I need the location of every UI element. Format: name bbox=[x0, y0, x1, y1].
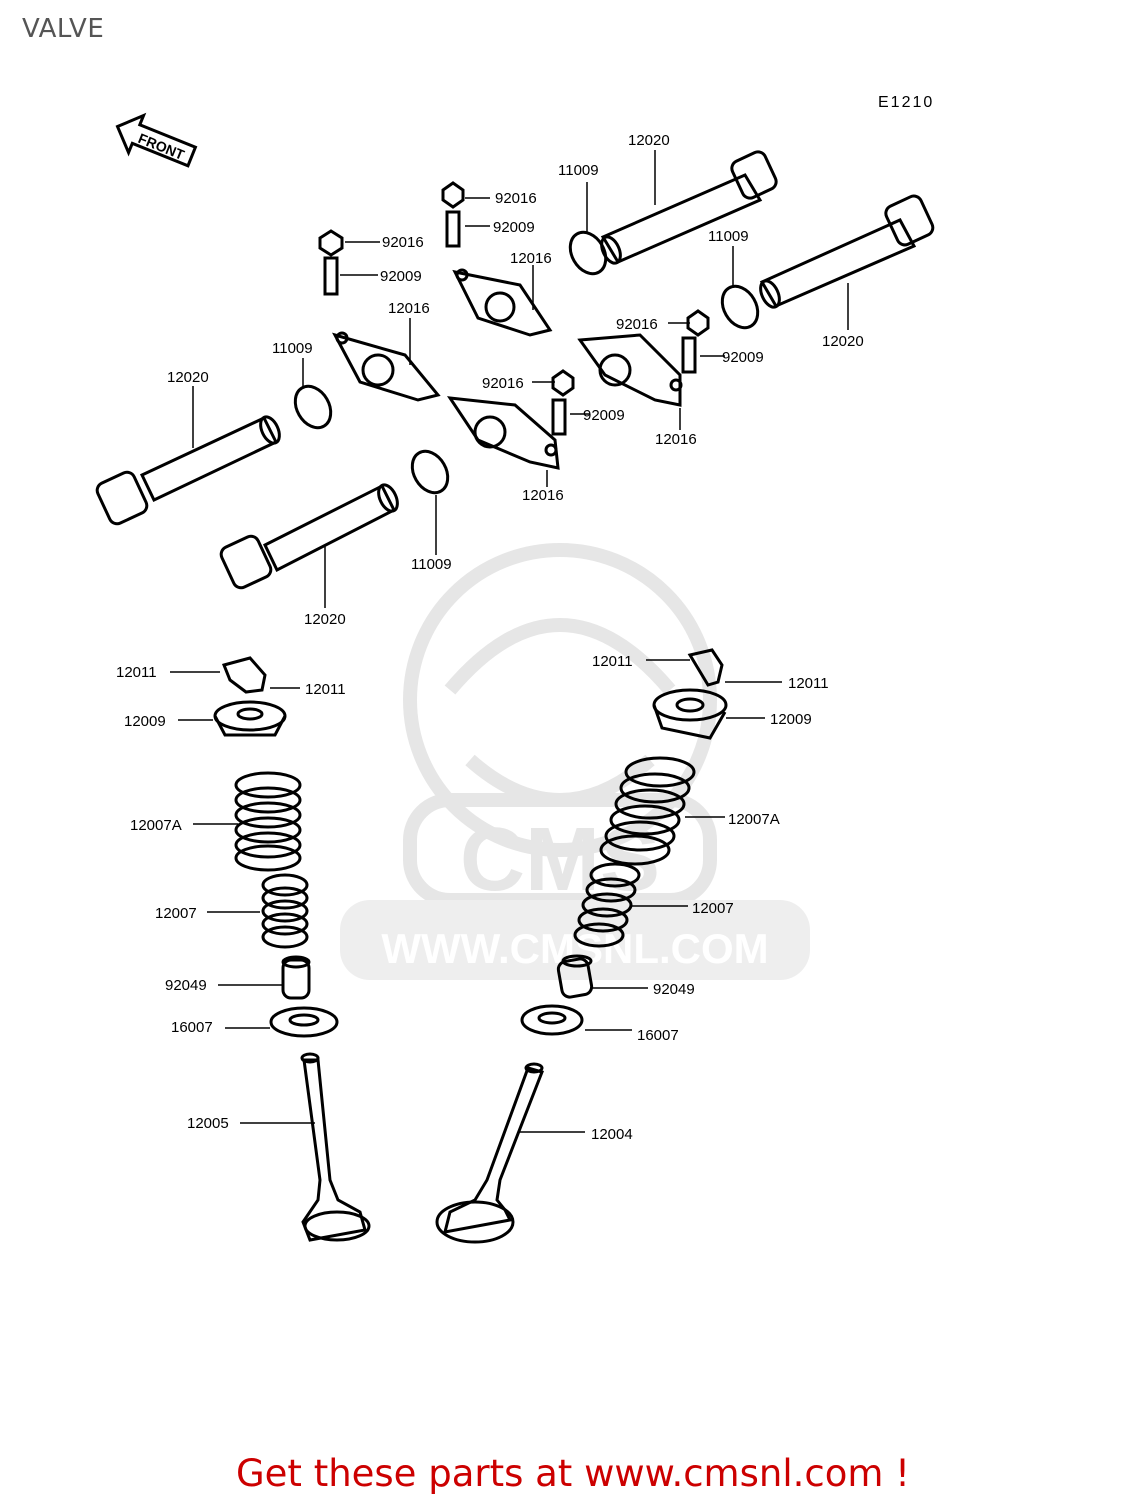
outer-spring-right bbox=[599, 756, 696, 866]
rocker-shaft-left-2 bbox=[219, 483, 399, 590]
label-92016: 92016 bbox=[616, 316, 658, 333]
cotter-left bbox=[221, 656, 267, 694]
label-12007: 12007 bbox=[692, 900, 734, 917]
lock-nut-1 bbox=[441, 181, 465, 209]
cta-banner: Get these parts at www.cmsnl.com ! bbox=[0, 1452, 1146, 1495]
rocker-shaft-top-2 bbox=[759, 194, 935, 309]
label-92049: 92049 bbox=[653, 981, 695, 998]
inner-spring-left bbox=[261, 873, 309, 949]
label-16007: 16007 bbox=[637, 1027, 679, 1044]
label-11009: 11009 bbox=[708, 228, 749, 245]
label-92016: 92016 bbox=[382, 234, 424, 251]
label-12020: 12020 bbox=[628, 132, 670, 149]
label-12011: 12011 bbox=[788, 675, 829, 692]
lock-nut-2 bbox=[318, 229, 344, 257]
label-12009: 12009 bbox=[770, 711, 812, 728]
exhaust-valve bbox=[300, 1052, 371, 1242]
stem-seal-left bbox=[281, 955, 311, 1000]
rocker-arm-3 bbox=[577, 333, 683, 407]
label-12007: 12007 bbox=[155, 905, 197, 922]
label-12011: 12011 bbox=[305, 681, 346, 698]
label-92009: 92009 bbox=[583, 407, 625, 424]
shim-2 bbox=[720, 284, 760, 330]
watermark bbox=[340, 543, 810, 980]
adjuster-screw-2 bbox=[323, 256, 339, 296]
label-12009: 12009 bbox=[124, 713, 166, 730]
label-92009: 92009 bbox=[493, 219, 535, 236]
label-92016: 92016 bbox=[482, 375, 524, 392]
label-12016: 12016 bbox=[388, 300, 430, 317]
label-12011: 12011 bbox=[116, 664, 157, 681]
label-12020: 12020 bbox=[822, 333, 864, 350]
leader-lines bbox=[170, 150, 849, 1133]
label-11009: 11009 bbox=[411, 556, 452, 573]
label-12016: 12016 bbox=[522, 487, 564, 504]
watermark-brand: CMS bbox=[460, 810, 660, 910]
label-11009: 11009 bbox=[272, 340, 313, 357]
label-92049: 92049 bbox=[165, 977, 207, 994]
shim-1 bbox=[568, 230, 608, 276]
retainer-right bbox=[652, 688, 728, 740]
inner-spring-right bbox=[573, 862, 641, 948]
adjuster-screw-3 bbox=[681, 336, 697, 374]
outer-spring-left bbox=[234, 771, 302, 872]
retainer-left bbox=[213, 700, 287, 737]
rocker-shaft-top-1 bbox=[600, 150, 778, 265]
shim-3 bbox=[293, 384, 333, 430]
spring-seat-right bbox=[520, 1004, 584, 1036]
cotter-right bbox=[687, 648, 724, 687]
label-92016: 92016 bbox=[495, 190, 537, 207]
page-title: VALVE bbox=[22, 14, 105, 44]
adjuster-screw-1 bbox=[445, 210, 461, 248]
stem-seal-right bbox=[556, 954, 594, 999]
label-12020: 12020 bbox=[304, 611, 346, 628]
label-11009: 11009 bbox=[558, 162, 599, 179]
label-12005: 12005 bbox=[187, 1115, 229, 1132]
rocker-arm-1 bbox=[452, 268, 553, 337]
label-92009: 92009 bbox=[722, 349, 764, 366]
label-12004: 12004 bbox=[591, 1126, 633, 1143]
adjuster-screw-4 bbox=[551, 398, 567, 436]
label-12016: 12016 bbox=[510, 250, 552, 267]
front-arrow-icon: FRONT bbox=[115, 112, 198, 168]
intake-valve bbox=[435, 1062, 544, 1244]
label-16007: 16007 bbox=[171, 1019, 213, 1036]
label-12007a: 12007A bbox=[130, 817, 182, 834]
rocker-arm-2 bbox=[332, 331, 441, 402]
label-12020: 12020 bbox=[167, 369, 209, 386]
label-12016: 12016 bbox=[655, 431, 697, 448]
rocker-arm-4 bbox=[446, 396, 560, 470]
lock-nut-4 bbox=[551, 369, 575, 397]
spring-seat-left bbox=[269, 1006, 339, 1038]
label-12007a: 12007A bbox=[728, 811, 780, 828]
shim-4 bbox=[410, 449, 450, 495]
label-12011: 12011 bbox=[592, 653, 633, 670]
rocker-shaft-left-1 bbox=[95, 415, 281, 526]
label-92009: 92009 bbox=[380, 268, 422, 285]
lock-nut-3 bbox=[686, 309, 710, 337]
part-labels: 11009 12020 11009 12020 92016 92009 1201… bbox=[116, 132, 864, 1143]
diagram-code: E1210 bbox=[878, 94, 934, 111]
cta-link[interactable]: Get these parts at www.cmsnl.com ! bbox=[235, 1452, 910, 1495]
